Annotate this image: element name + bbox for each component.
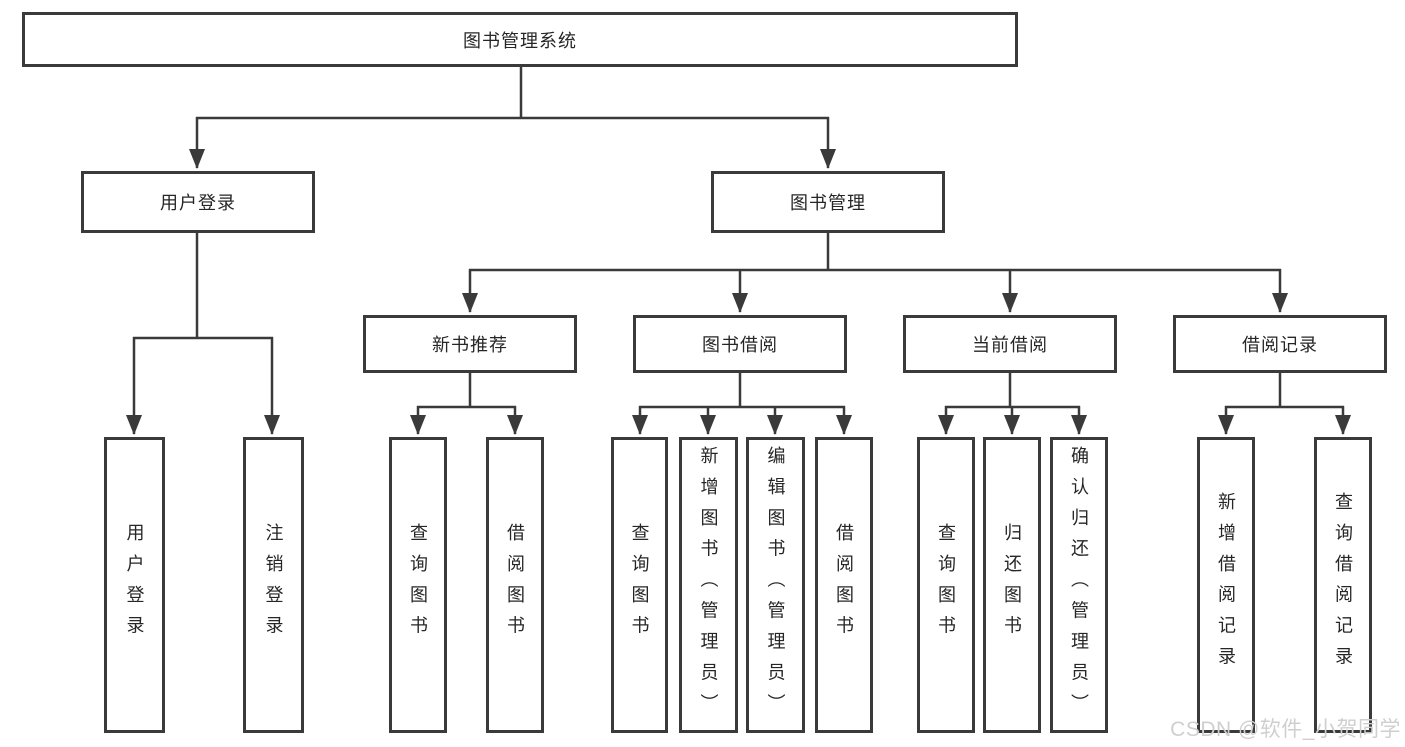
leaf-confirm-return-admin: 确认归还（管理员）	[1050, 437, 1108, 733]
leaf-logout: 注销登录	[243, 437, 304, 733]
node-new-book-recommend: 新书推荐	[363, 315, 577, 373]
node-label: 图书借阅	[702, 335, 778, 355]
node-label: 用户登录	[124, 523, 145, 647]
node-label: 查询图书	[408, 523, 428, 647]
leaf-add-books-admin: 新增图书（管理员）	[679, 437, 738, 733]
node-label: 借阅图书	[834, 523, 854, 647]
node-label: 注销登录	[263, 523, 284, 647]
leaf-query-books-borrow: 查询图书	[611, 437, 668, 733]
node-label: 当前借阅	[972, 335, 1048, 355]
node-label: 确认归还（管理员）	[1069, 445, 1089, 725]
leaf-user-login: 用户登录	[104, 437, 165, 733]
node-book-management: 图书管理	[711, 171, 945, 233]
node-current-borrow: 当前借阅	[903, 315, 1117, 373]
node-label: 图书管理	[790, 193, 866, 213]
leaf-query-books-current: 查询图书	[917, 437, 975, 733]
node-borrow-records: 借阅记录	[1173, 315, 1387, 373]
node-label: 查询图书	[629, 523, 650, 647]
node-user-login: 用户登录	[81, 171, 315, 233]
node-label: 查询借阅记录	[1333, 492, 1353, 678]
node-label: 图书管理系统	[463, 30, 577, 51]
leaf-return-books: 归还图书	[983, 437, 1041, 733]
leaf-borrow-books-recommend: 借阅图书	[486, 437, 544, 733]
node-label: 编辑图书（管理员）	[765, 445, 786, 725]
node-label: 归还图书	[1002, 523, 1022, 647]
leaf-edit-books-admin: 编辑图书（管理员）	[746, 437, 805, 733]
node-label: 新增借阅记录	[1216, 492, 1236, 678]
node-library-management-system: 图书管理系统	[22, 12, 1018, 67]
node-label: 查询图书	[936, 523, 956, 647]
node-book-borrow: 图书借阅	[633, 315, 847, 373]
leaf-borrow-books: 借阅图书	[815, 437, 873, 733]
leaf-query-books-recommend: 查询图书	[389, 437, 447, 733]
leaf-query-borrow-record: 查询借阅记录	[1314, 437, 1372, 733]
node-label: 新增图书（管理员）	[698, 445, 719, 725]
node-label: 借阅记录	[1242, 335, 1318, 355]
node-label: 新书推荐	[432, 335, 508, 355]
watermark: CSDN @软件_小贺同学	[1170, 718, 1401, 741]
leaf-add-borrow-record: 新增借阅记录	[1197, 437, 1255, 733]
node-label: 用户登录	[160, 193, 236, 213]
node-label: 借阅图书	[505, 523, 525, 647]
